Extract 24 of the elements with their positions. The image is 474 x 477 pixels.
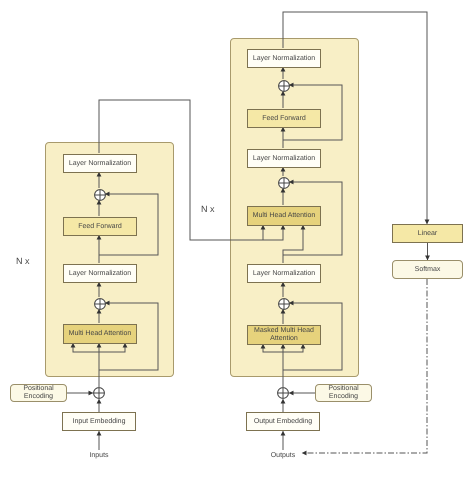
arrow xyxy=(282,82,342,148)
arrow xyxy=(96,308,102,324)
arrow xyxy=(96,430,102,450)
arrow xyxy=(280,308,286,324)
arrow xyxy=(280,282,286,298)
arrow xyxy=(96,172,102,188)
arrow xyxy=(288,390,316,396)
arrow xyxy=(96,282,102,298)
arrow xyxy=(280,188,286,206)
arrow xyxy=(302,278,428,456)
arrow xyxy=(280,66,286,80)
arrow xyxy=(96,200,102,216)
repeat-label: N x xyxy=(201,202,214,216)
repeat-label: N x xyxy=(16,254,30,268)
arrow xyxy=(280,430,286,450)
arrow xyxy=(280,90,286,108)
arrow xyxy=(425,242,430,260)
arrow xyxy=(66,390,94,396)
arrow xyxy=(96,398,102,412)
arrow xyxy=(280,398,286,412)
arrow xyxy=(280,166,286,176)
arrow xyxy=(282,12,430,224)
arrow xyxy=(282,180,342,264)
arrow xyxy=(98,192,158,264)
